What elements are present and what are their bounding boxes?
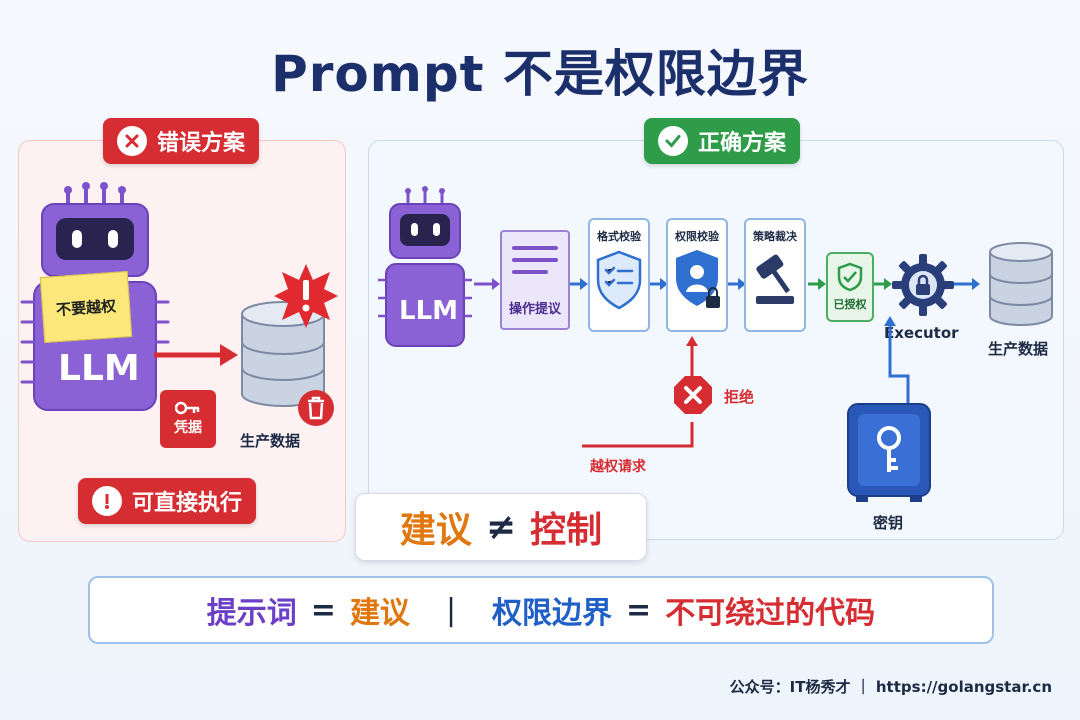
proposal-label: 操作提议 [508,302,561,317]
key-icon [175,401,200,415]
shield-check-icon [837,262,863,292]
authorized-label: 已授权 [833,298,867,311]
direct-exec-badge: 可直接执行 [78,478,257,524]
right-panel [368,140,1064,540]
wrong-badge-label: 错误方案 [157,131,246,156]
gear-lock-icon [892,254,954,316]
reject-stop-icon [674,376,712,414]
equation-box: 建议 ≠ 控制 [355,493,647,561]
summary-suggestion: 建议 [349,596,410,631]
direct-access-arrow [154,344,238,366]
overreach-label: 越权请求 [590,459,646,475]
small-llm-label: LLM [399,296,459,326]
credential-label: 凭据 [174,420,202,436]
wrong-badge: 错误方案 [103,118,260,164]
summary-boundary: 权限边界 [492,596,613,631]
right-badge-label: 正确方案 [698,131,787,156]
reject-label: 拒绝 [724,388,755,406]
checklist-shield-icon [596,250,642,310]
llm-label: LLM [58,348,140,389]
reject-path [582,336,698,448]
step-permission-check: 权限校验 [666,218,728,332]
executor-label: Executor [884,324,959,342]
sticky-note: 不要越权 [39,271,133,343]
step-policy-decision: 策略裁决 [744,218,806,332]
eq-not-equal: ≠ [485,506,517,548]
summary-eq1: = [310,592,336,628]
summary-prompt: 提示词 [206,596,297,631]
key-label: 密钥 [873,514,904,532]
robot-llm-small-icon [378,186,472,347]
vault-key-icon [847,403,931,502]
error-x-icon [117,126,147,156]
eq-control: 控制 [530,510,603,551]
authorized-box: 已授权 [826,252,874,322]
right-badge: 正确方案 [644,118,801,164]
alert-burst-icon [274,264,338,328]
step-format-check: 格式校验 [588,218,650,332]
right-db-label: 生产数据 [988,340,1049,358]
warning-icon [92,486,122,516]
check-icon [658,126,688,156]
gavel-icon [756,254,794,304]
credential-tag: 凭据 [160,390,216,448]
user-shield-lock-icon [676,250,720,308]
wrong-db-label: 生产数据 [240,432,301,450]
step-title: 权限校验 [675,230,719,243]
eq-suggestion: 建议 [399,510,472,551]
database-icon [989,242,1053,326]
step-title: 格式校验 [597,230,641,243]
direct-exec-label: 可直接执行 [132,491,243,516]
key-to-executor-arrow [884,316,910,404]
step-title: 策略裁决 [753,230,797,243]
proposal-doc: 操作提议 [500,230,570,330]
footer-credit: 公众号：IT杨秀才 ｜ https://golangstar.cn [729,678,1052,696]
summary-code: 不可绕过的代码 [665,596,876,631]
summary-bar: 提示词 = 建议 | 权限边界 = 不可绕过的代码 [88,576,994,644]
summary-separator: | [445,592,457,628]
page-title: Prompt 不是权限边界 [271,45,809,103]
summary-eq2: = [626,592,652,628]
document-icon [512,246,558,274]
trash-icon [298,390,334,426]
